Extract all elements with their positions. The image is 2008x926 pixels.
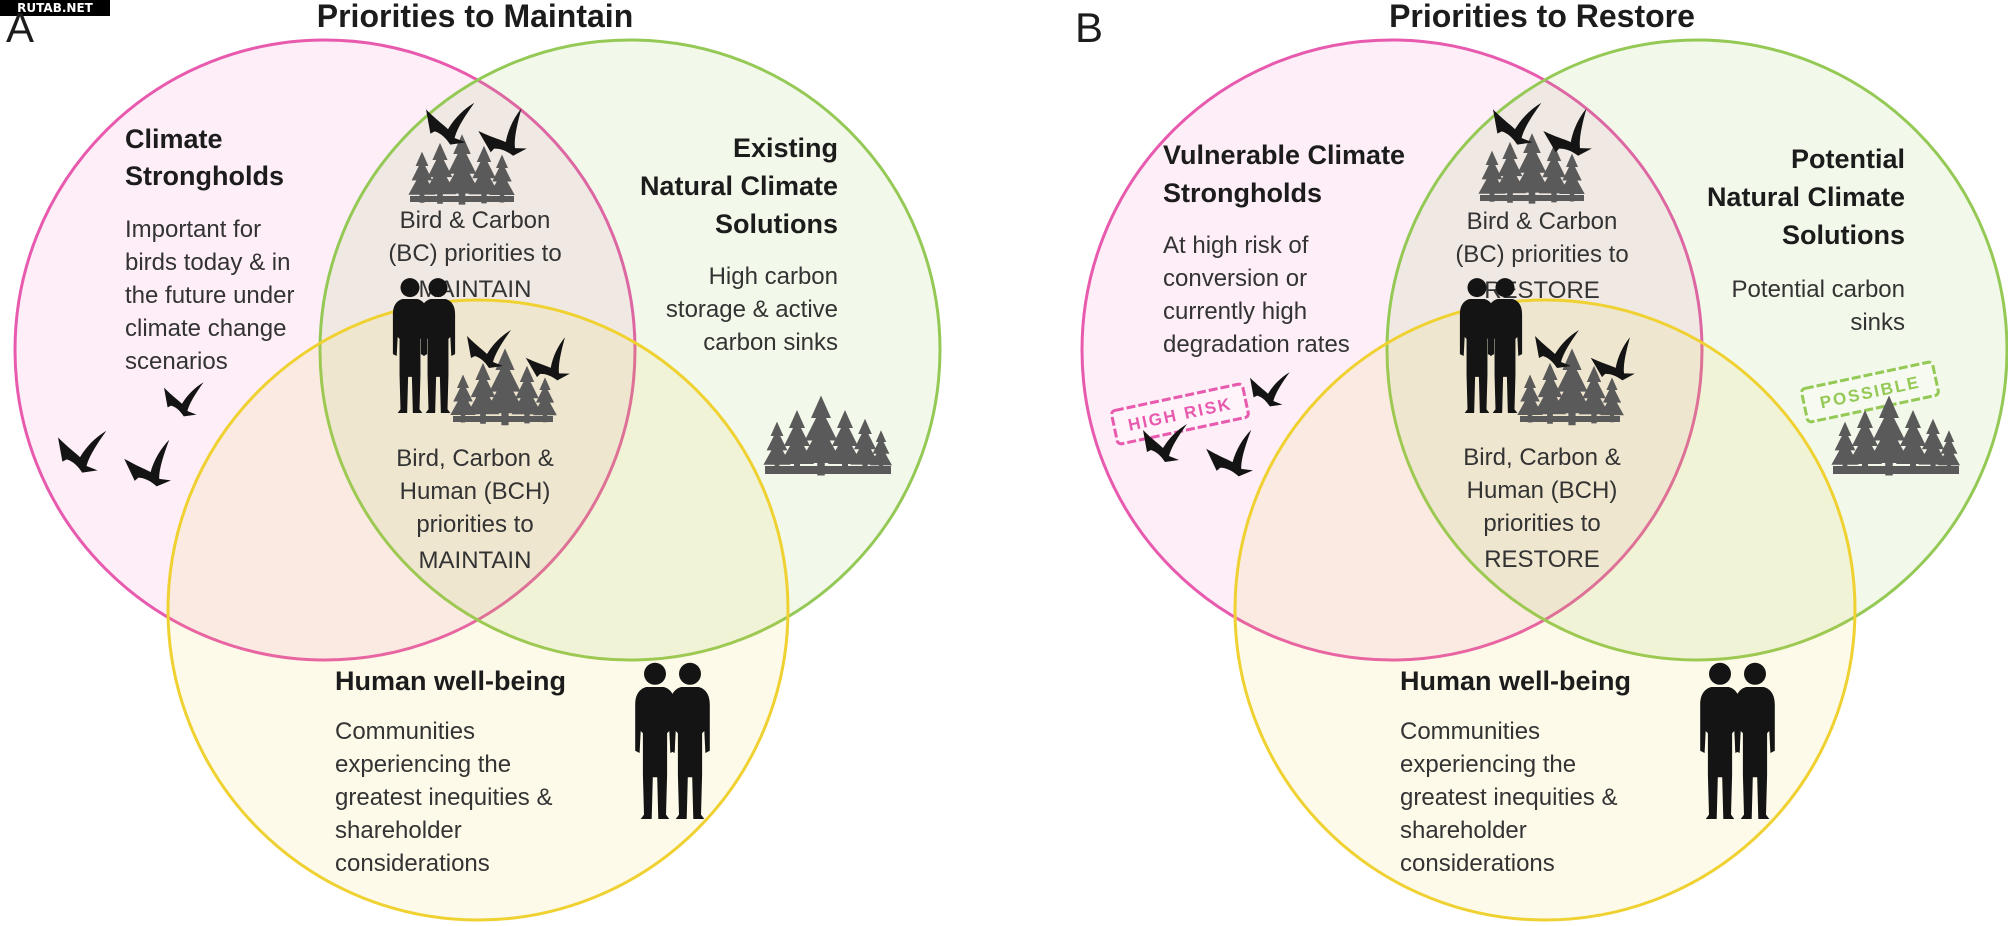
bc-text-line: Bird & Carbon — [1467, 208, 1618, 235]
pink-region-desc-b: At high risk of conversion or currently … — [1163, 232, 1350, 358]
yellow-region-desc-a: Communities experiencing the greatest in… — [335, 718, 552, 877]
green-title-line: Natural Climate — [640, 171, 838, 201]
green-desc-line: Potential carbon — [1732, 276, 1905, 303]
yellow-circle-b — [1233, 298, 1857, 922]
green-region-title-b: Potential Natural Climate Solutions — [1707, 144, 1905, 250]
green-desc-line: storage & active — [666, 296, 838, 323]
yellow-desc-line: Communities — [335, 718, 475, 745]
forest-icon — [763, 395, 893, 476]
green-desc-line: carbon sinks — [703, 329, 838, 356]
pink-circle-a — [13, 38, 637, 662]
pink-desc-line: the future under — [125, 282, 294, 309]
panel-a-letter: A — [6, 4, 34, 51]
yellow-desc-line: considerations — [335, 850, 490, 877]
yellow-desc-line: experiencing the — [1400, 751, 1576, 778]
bch-text-line: RESTORE — [1484, 546, 1600, 573]
bc-text-line: (BC) priorities to — [1455, 241, 1628, 268]
yellow-desc-line: considerations — [1400, 850, 1555, 877]
pink-title-line: Climate — [125, 124, 223, 154]
panel-b-title: Priorities to Restore — [1389, 0, 1695, 34]
bc-overlap-text-b: Bird & Carbon (BC) priorities to RESTORE — [1455, 208, 1628, 304]
bc-text-line: (BC) priorities to — [388, 240, 561, 267]
yellow-title-b: Human well-being — [1400, 666, 1631, 696]
pink-title-line: Strongholds — [125, 161, 284, 191]
green-title-line: Natural Climate — [1707, 182, 1905, 212]
pink-desc-line: climate change — [125, 315, 286, 342]
pink-desc-line: degradation rates — [1163, 331, 1350, 358]
bch-text-line: Bird, Carbon & — [1463, 444, 1620, 471]
pink-desc-line: At high risk of — [1163, 232, 1309, 259]
yellow-title-a: Human well-being — [335, 666, 566, 696]
green-region-title-a: Existing Natural Climate Solutions — [640, 133, 838, 239]
pink-title-line: Vulnerable Climate — [1163, 140, 1405, 170]
green-desc-line: High carbon — [709, 263, 838, 290]
green-title-line: Solutions — [1782, 220, 1905, 250]
green-region-desc-a: High carbon storage & active carbon sink… — [666, 263, 838, 356]
bch-text-line: Human (BCH) — [400, 478, 551, 505]
pink-desc-line: currently high — [1163, 298, 1307, 325]
watermark-label: RUTAB.NET — [0, 0, 110, 16]
green-region-desc-b: Potential carbon sinks — [1732, 276, 1905, 336]
yellow-desc-line: shareholder — [335, 817, 462, 844]
pink-title-line: Strongholds — [1163, 178, 1322, 208]
green-title-line: Solutions — [715, 209, 838, 239]
forest-icon — [408, 134, 515, 205]
panel-a: A Priorities to Maintain Climate Strongh… — [6, 0, 942, 922]
bch-text-line: priorities to — [1483, 510, 1600, 537]
pink-region-title-a: Climate Strongholds — [125, 124, 284, 191]
yellow-circle-a — [166, 298, 790, 922]
yellow-desc-line: shareholder — [1400, 817, 1527, 844]
green-desc-line: sinks — [1850, 309, 1905, 336]
bch-text-line: priorities to — [416, 511, 533, 538]
pink-desc-line: scenarios — [125, 348, 228, 375]
bc-overlap-text-a: Bird & Carbon (BC) priorities to MAINTAI… — [388, 207, 561, 303]
forest-icon — [1517, 348, 1624, 426]
green-title-line: Potential — [1791, 144, 1905, 174]
forest-icon — [1831, 395, 1961, 476]
bch-text-line: MAINTAIN — [419, 547, 532, 574]
forest-icon — [1478, 133, 1585, 204]
panel-b-letter: B — [1075, 4, 1103, 51]
pink-desc-line: birds today & in — [125, 249, 290, 276]
pink-region-title-b: Vulnerable Climate Strongholds — [1163, 140, 1405, 208]
yellow-desc-line: greatest inequities & — [1400, 784, 1617, 811]
green-title-line: Existing — [733, 133, 838, 163]
bch-text-line: Bird, Carbon & — [396, 445, 553, 472]
yellow-desc-line: Communities — [1400, 718, 1540, 745]
pink-desc-line: Important for — [125, 216, 261, 243]
bch-overlap-text-a: Bird, Carbon & Human (BCH) priorities to… — [396, 445, 553, 574]
bch-overlap-text-b: Bird, Carbon & Human (BCH) priorities to… — [1463, 444, 1620, 573]
yellow-desc-line: greatest inequities & — [335, 784, 552, 811]
yellow-region-desc-b: Communities experiencing the greatest in… — [1400, 718, 1617, 877]
forest-icon — [450, 348, 557, 426]
pink-desc-line: conversion or — [1163, 265, 1307, 292]
panel-a-title: Priorities to Maintain — [317, 0, 633, 34]
bc-text-line: Bird & Carbon — [400, 207, 551, 234]
yellow-desc-line: experiencing the — [335, 751, 511, 778]
pink-region-desc-a: Important for birds today & in the futur… — [125, 216, 294, 375]
green-circle-a — [318, 38, 942, 662]
panel-b: B Priorities to Restore Vulnerable Clima… — [1075, 0, 2008, 922]
bch-text-line: Human (BCH) — [1467, 477, 1618, 504]
